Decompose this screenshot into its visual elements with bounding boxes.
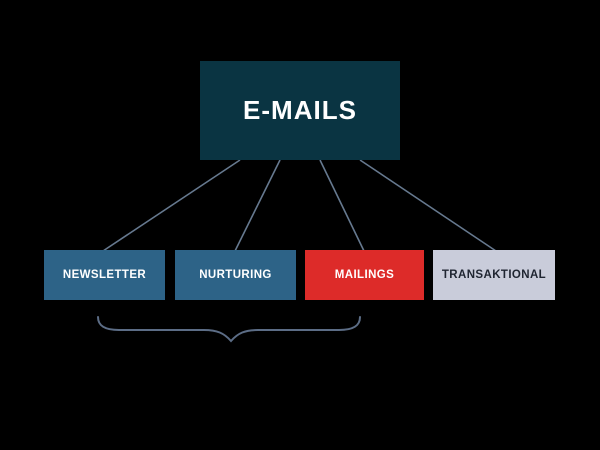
node-transaktional: TRANSAKTIONAL — [433, 250, 555, 300]
node-nurturing: NURTURING — [175, 250, 296, 300]
node-newsletter-label: NEWSLETTER — [62, 269, 147, 281]
connector-line-newsletter — [102, 159, 241, 252]
node-newsletter: NEWSLETTER — [44, 250, 165, 300]
connector-line-transaktional — [359, 159, 497, 252]
node-mailings-label: MAILINGS — [334, 269, 395, 281]
node-nurturing-label: NURTURING — [199, 269, 272, 281]
connector-line-mailings — [319, 159, 365, 252]
group-underbrace — [97, 316, 361, 343]
root-node-emails: E-MAILS — [200, 61, 400, 160]
root-node-label: E-MAILS — [243, 95, 357, 125]
node-mailings: MAILINGS — [305, 250, 424, 300]
node-transaktional-label: TRANSAKTIONAL — [441, 269, 547, 281]
connector-line-nurturing — [234, 159, 281, 252]
